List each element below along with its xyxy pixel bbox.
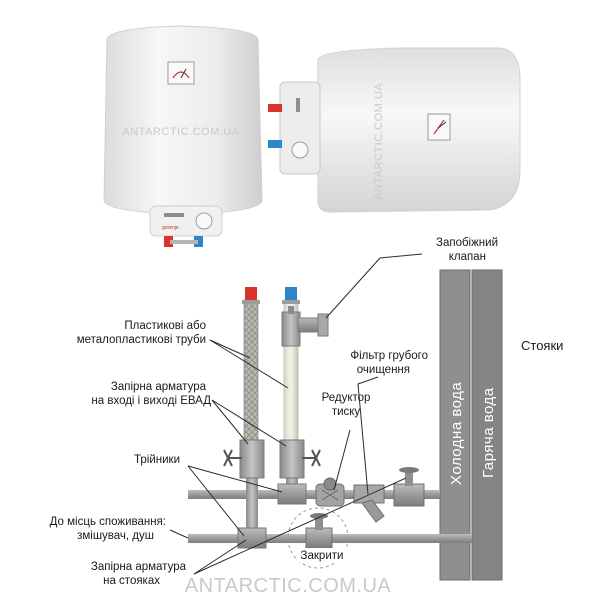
safety-valve[interactable]	[281, 306, 329, 347]
closed-label: Закрити	[301, 550, 344, 562]
brand-label: gorenje	[162, 225, 179, 231]
footer-watermark: ANTARCTIC.COM.UA	[185, 575, 392, 597]
pressure-reducer-label-2: тиску	[332, 406, 361, 418]
closed-valve-circle	[287, 507, 349, 569]
cold-inlet-marker	[194, 236, 203, 247]
tees-label: Трійники	[134, 454, 180, 466]
coarse-filter[interactable]	[353, 484, 385, 523]
leader-lines	[169, 253, 423, 575]
cold-inlet-marker-side	[268, 140, 282, 148]
safety-valve-label-1: Запобіжний	[436, 237, 498, 249]
coarse-filter-label-1: Фільтр грубого	[350, 350, 428, 362]
shutoff-ewh-label-2: на вході і виході ЕВАД	[91, 395, 211, 407]
shutoff-ewh-label-1: Запірна арматура	[111, 381, 207, 393]
heater-outlet-valve-right[interactable]	[279, 439, 321, 479]
shutoff-risers-label-1: Запірна арматура	[91, 561, 187, 573]
safety-valve-label-2: клапан	[449, 251, 486, 263]
heater-inlet-valve-left[interactable]	[223, 439, 265, 479]
pressure-reducer[interactable]	[315, 477, 345, 507]
risers-label: Стояки	[521, 338, 563, 353]
thermostat-knob[interactable]	[195, 212, 213, 230]
cold-pipe-marker	[285, 287, 297, 301]
pipes-label-2: металопластикові труби	[77, 334, 206, 346]
hot-tee	[237, 527, 267, 549]
consumption-label-1: До місць споживання:	[50, 516, 166, 528]
cold-tee	[277, 483, 307, 505]
horizontal-heater-watermark: ANTARCTIC.COM.UA	[373, 83, 385, 200]
side-thermostat-knob[interactable]	[291, 141, 309, 159]
closed-bypass-valve[interactable]: Закрити	[287, 507, 350, 569]
pressure-reducer-label-1: Редуктор	[322, 392, 371, 404]
horizontal-water-heater: ANTARCTIC.COM.UA	[268, 47, 521, 213]
vertical-heater-watermark: ANTARCTIC.COM.UA	[122, 126, 239, 138]
hot-outlet-marker	[164, 236, 173, 247]
hot-outlet-marker-side	[268, 104, 282, 112]
thermometer-icon	[167, 61, 195, 85]
coarse-filter-label-2: очищення	[357, 364, 410, 376]
hot-water-riser	[471, 269, 503, 581]
cold-riser-shutoff-valve[interactable]	[393, 467, 425, 507]
vertical-water-heater: gorenje ANTARCTIC.COM.UA	[103, 25, 263, 247]
cold-water-riser	[439, 269, 471, 581]
hot-water-label: Гаряча вода	[480, 387, 497, 478]
cold-water-label: Холодна вода	[448, 382, 465, 485]
side-control-panel	[279, 81, 321, 175]
shutoff-risers-label-2: на стояках	[103, 575, 160, 587]
cold-supply-pipe	[188, 490, 440, 499]
hot-pipe-marker	[245, 287, 257, 301]
pipes-label-1: Пластикові або	[124, 320, 206, 332]
consumption-label-2: змішувач, душ	[77, 530, 154, 542]
